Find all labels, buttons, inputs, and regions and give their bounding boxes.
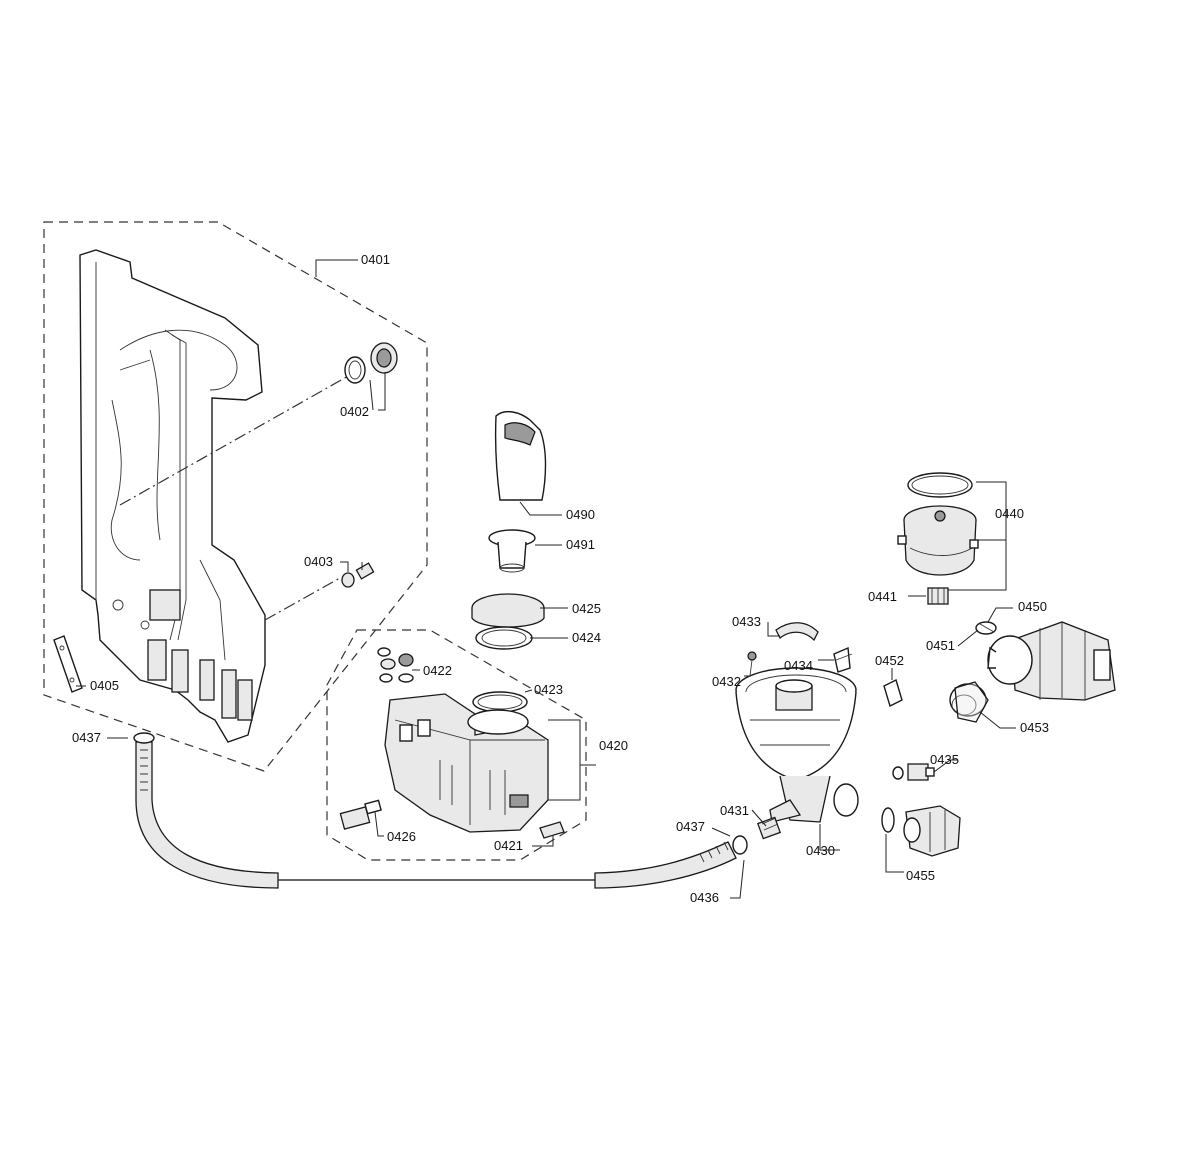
label-0441: 0441 — [868, 589, 897, 604]
label-0421: 0421 — [494, 838, 523, 853]
label-0490: 0490 — [566, 507, 595, 522]
lid-0425[interactable] — [471, 593, 545, 628]
valve-0435[interactable] — [892, 763, 935, 781]
label-0402: 0402 — [340, 404, 369, 419]
label-0423: 0423 — [534, 682, 563, 697]
label-0424: 0424 — [572, 630, 601, 645]
side-panel-assembly[interactable] — [79, 249, 266, 743]
label-0452: 0452 — [875, 653, 904, 668]
sensor-0441[interactable] — [927, 587, 949, 605]
group-outline-0401 — [43, 221, 428, 772]
housing-0453[interactable] — [949, 681, 989, 723]
clip-0421[interactable] — [539, 821, 565, 839]
pump-motor-0450[interactable] — [987, 621, 1116, 701]
label-0434: 0434 — [784, 658, 813, 673]
heater-housing-0440[interactable] — [897, 505, 979, 576]
label-0431: 0431 — [720, 803, 749, 818]
bracket-0452[interactable] — [883, 679, 903, 707]
label-0491: 0491 — [566, 537, 595, 552]
clamp-0433[interactable] — [775, 622, 819, 642]
label-0425: 0425 — [572, 601, 601, 616]
seal-0424[interactable] — [475, 626, 533, 650]
seal-ring-0423[interactable] — [472, 691, 528, 713]
label-0451: 0451 — [926, 638, 955, 653]
label-0435: 0435 — [930, 752, 959, 767]
assembly-axis-lines — [119, 374, 351, 621]
label-0433: 0433 — [732, 614, 761, 629]
small-parts-0422[interactable] — [377, 647, 414, 683]
leader-lines — [76, 259, 1016, 899]
label-0437-hose: 0437 — [72, 730, 101, 745]
label-0405: 0405 — [90, 678, 119, 693]
label-0453: 0453 — [1020, 720, 1049, 735]
drain-pump-0455[interactable] — [903, 805, 961, 857]
label-0420: 0420 — [599, 738, 628, 753]
fittings-0403[interactable] — [341, 562, 375, 588]
label-0426: 0426 — [387, 829, 416, 844]
label-0455: 0455 — [906, 868, 935, 883]
sensor-0426[interactable] — [339, 799, 382, 830]
clip-0434[interactable] — [833, 646, 853, 673]
label-0403: 0403 — [304, 554, 333, 569]
label-0437-pump: 0437 — [676, 819, 705, 834]
label-0430: 0430 — [806, 843, 835, 858]
clamp-0451[interactable] — [975, 621, 997, 635]
seal-0440[interactable] — [907, 472, 973, 498]
funnel-0490[interactable] — [494, 410, 547, 501]
part-labels: 0401 0402 0403 0405 0437 0490 0491 0425 … — [72, 252, 1049, 905]
water-tank-0420[interactable] — [384, 693, 549, 833]
cap-0491[interactable] — [488, 529, 536, 573]
bracket-0405[interactable] — [53, 635, 83, 693]
label-0450: 0450 — [1018, 599, 1047, 614]
label-0440: 0440 — [995, 506, 1024, 521]
seal-0455[interactable] — [881, 807, 895, 833]
label-0436: 0436 — [690, 890, 719, 905]
drain-hose[interactable] — [133, 732, 748, 889]
grommet-0402[interactable] — [344, 342, 398, 384]
label-0401: 0401 — [361, 252, 390, 267]
label-0422: 0422 — [423, 663, 452, 678]
sump-0430[interactable] — [735, 667, 859, 823]
label-0432: 0432 — [712, 674, 741, 689]
screw-0432[interactable] — [747, 651, 757, 677]
